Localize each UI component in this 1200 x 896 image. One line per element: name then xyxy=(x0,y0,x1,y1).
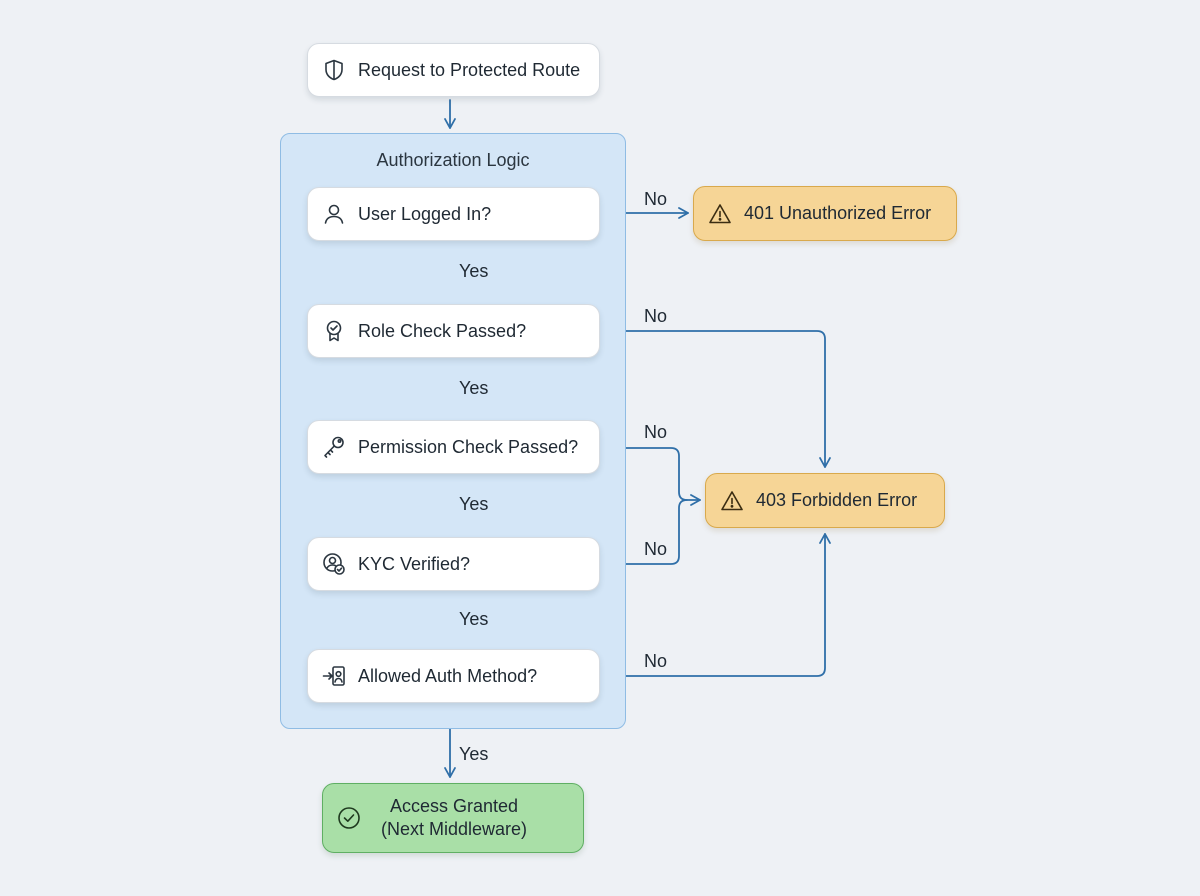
shield-icon xyxy=(322,58,346,82)
check-label: Allowed Auth Method? xyxy=(358,665,538,686)
edge-label-no: No xyxy=(644,422,668,442)
access-granted-label: Access Granted (Next Middleware) xyxy=(381,795,527,841)
check-circle-icon xyxy=(337,806,361,830)
error-403-label: 403 Forbidden Error xyxy=(756,490,918,510)
key-icon xyxy=(322,435,346,459)
check-label: Role Check Passed? xyxy=(358,320,527,341)
edge-label-yes: Yes xyxy=(459,609,489,629)
user-icon xyxy=(322,202,346,226)
badge-check-icon xyxy=(322,319,346,343)
arrow-authmethod-no-to-403 xyxy=(602,533,831,677)
edge-label-no: No xyxy=(644,539,668,559)
error-401-label: 401 Unauthorized Error xyxy=(744,203,932,223)
check-role-passed[interactable]: Role Check Passed? xyxy=(307,304,600,358)
check-label: User Logged In? xyxy=(358,203,492,224)
arrow-kyc-no-to-403 xyxy=(602,499,688,565)
access-granted-line2: (Next Middleware) xyxy=(381,819,528,839)
check-label: KYC Verified? xyxy=(358,553,471,574)
edge-label-no: No xyxy=(644,189,668,209)
error-403-node[interactable]: 403 Forbidden Error xyxy=(705,473,945,528)
arrow-role-no-to-403 xyxy=(602,330,831,468)
request-node[interactable]: Request to Protected Route xyxy=(307,43,600,97)
edge-label-yes: Yes xyxy=(459,261,489,281)
login-icon xyxy=(322,664,346,688)
access-granted-line1: Access Granted xyxy=(389,796,519,816)
edge-label-yes: Yes xyxy=(459,744,489,764)
request-node-label: Request to Protected Route xyxy=(358,59,581,80)
error-401-node[interactable]: 401 Unauthorized Error xyxy=(693,186,957,241)
check-permission-passed[interactable]: Permission Check Passed? xyxy=(307,420,600,474)
access-granted-node[interactable]: Access Granted (Next Middleware) xyxy=(322,783,584,853)
check-user-logged-in[interactable]: User Logged In? xyxy=(307,187,600,241)
warning-icon xyxy=(708,202,732,226)
edge-label-yes: Yes xyxy=(459,494,489,514)
user-verified-icon xyxy=(322,552,346,576)
check-label: Permission Check Passed? xyxy=(358,436,579,457)
check-auth-method[interactable]: Allowed Auth Method? xyxy=(307,649,600,703)
group-title: Authorization Logic xyxy=(376,150,530,170)
edge-label-no: No xyxy=(644,651,668,671)
edge-label-no: No xyxy=(644,306,668,326)
check-kyc-verified[interactable]: KYC Verified? xyxy=(307,537,600,591)
edge-label-yes: Yes xyxy=(459,378,489,398)
warning-icon xyxy=(720,489,744,513)
